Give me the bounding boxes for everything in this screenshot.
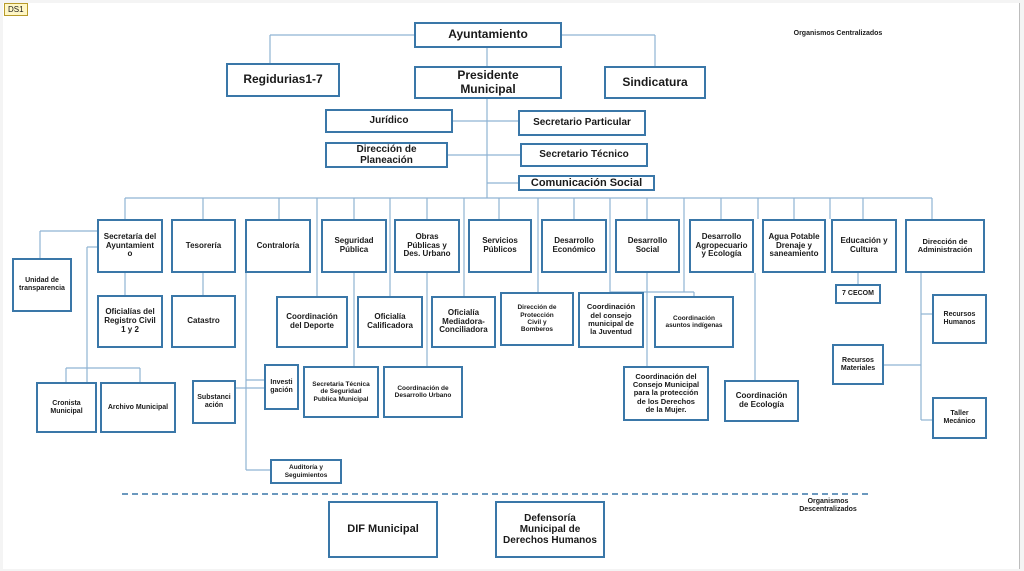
desarrollo-economico-box: Desarrollo Económico bbox=[541, 219, 607, 273]
secretaria-tecnica-seguridad-box: Secretaria Técnica de Seguridad Publica … bbox=[303, 366, 379, 418]
substanciacion-box: Substanci ación bbox=[192, 380, 236, 424]
direccion-planeacion-box: Dirección de Planeación bbox=[325, 142, 448, 168]
ayuntamiento-box: Ayuntamiento bbox=[414, 22, 562, 48]
coordinacion-juventud-box: Coordinación del consejo municipal de la… bbox=[578, 292, 644, 348]
presidente-municipal-box: Presidente Municipal bbox=[414, 66, 562, 99]
educacion-cultura-box: Educación y Cultura bbox=[831, 219, 897, 273]
catastro-box: Catastro bbox=[171, 295, 236, 348]
sindicatura-box: Sindicatura bbox=[604, 66, 706, 99]
servicios-publicos-box: Servicios Públicos bbox=[468, 219, 532, 273]
recursos-humanos-box: Recursos Humanos bbox=[932, 294, 987, 344]
coordinacion-mujer-box: Coordinación del Consejo Municipal para … bbox=[623, 366, 709, 421]
oficialia-calificadora-box: Oficialía Calificadora bbox=[357, 296, 423, 348]
coordinacion-indigenas-box: Coordinación asuntos indígenas bbox=[654, 296, 734, 348]
dif-municipal-box: DIF Municipal bbox=[328, 501, 438, 558]
cecom-box: 7 CECOM bbox=[835, 284, 881, 304]
recursos-materiales-box: Recursos Materiales bbox=[832, 344, 884, 385]
tesoreria-box: Tesorería bbox=[171, 219, 236, 273]
secretaria-ayuntamiento-box: Secretaría del Ayuntamient o bbox=[97, 219, 163, 273]
desarrollo-social-box: Desarrollo Social bbox=[615, 219, 680, 273]
oficialias-registro-civil-box: Oficialías del Registro Civil 1 y 2 bbox=[97, 295, 163, 348]
coordinacion-deporte-box: Coordinación del Deporte bbox=[276, 296, 348, 348]
regidurias-box: Regidurias1-7 bbox=[226, 63, 340, 97]
defensoria-box: Defensoría Municipal de Derechos Humanos bbox=[495, 501, 605, 558]
direccion-administracion-box: Dirección de Administración bbox=[905, 219, 985, 273]
centralized-label: Organismos Centralizados bbox=[793, 30, 883, 37]
investigacion-box: Investi gación bbox=[264, 364, 299, 410]
oficialia-mediadora-box: Oficialía Mediadora- Conciliadora bbox=[431, 296, 496, 348]
taller-mecanico-box: Taller Mecánico bbox=[932, 397, 987, 439]
juridico-box: Jurídico bbox=[325, 109, 453, 133]
unidad-transparencia-box: Unidad de transparencia bbox=[12, 258, 72, 312]
secretario-tecnico-box: Secretario Técnico bbox=[520, 143, 648, 167]
desarrollo-agropecuario-box: Desarrollo Agropecuario y Ecología bbox=[689, 219, 754, 273]
archivo-municipal-box: Archivo Municipal bbox=[100, 382, 176, 433]
direccion-proteccion-civil-box: Dirección de Protección Civil y Bomberos bbox=[500, 292, 574, 346]
contraloria-box: Contraloría bbox=[245, 219, 311, 273]
secretario-particular-box: Secretario Particular bbox=[518, 110, 646, 136]
coordinacion-desarrollo-urbano-box: Coordinación de Desarrollo Urbano bbox=[383, 366, 463, 418]
comunicacion-social-box: Comunicación Social bbox=[518, 175, 655, 191]
coordinacion-ecologia-box: Coordinación de Ecología bbox=[724, 380, 799, 422]
obras-publicas-box: Obras Públicas y Des. Urbano bbox=[394, 219, 460, 273]
agua-potable-box: Agua Potable Drenaje y saneamiento bbox=[762, 219, 826, 273]
auditoria-seguimientos-box: Auditoría y Seguimientos bbox=[270, 459, 342, 484]
sheet-tag: DS1 bbox=[4, 3, 28, 16]
cronista-municipal-box: Cronista Municipal bbox=[36, 382, 97, 433]
decentralized-label: Organismos Descentralizados bbox=[799, 498, 857, 514]
seguridad-publica-box: Seguridad Pública bbox=[321, 219, 387, 273]
